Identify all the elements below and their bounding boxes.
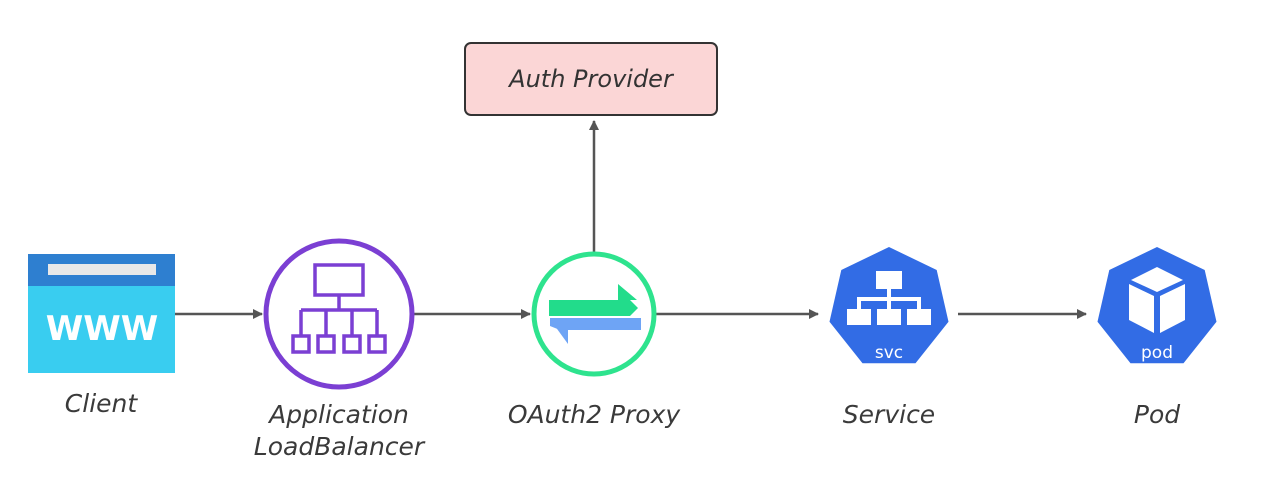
- load-balancer-icon: [263, 238, 415, 390]
- oauth-proxy-label-text: OAuth2 Proxy: [507, 400, 681, 429]
- service-label-text: Service: [842, 400, 936, 429]
- oauth-proxy-label: OAuth2 Proxy: [484, 399, 704, 431]
- client-label-text: Client: [64, 389, 138, 418]
- service-badge-text: svc: [875, 343, 903, 363]
- alb-label-line-2: LoadBalancer: [253, 432, 425, 461]
- auth-provider-label: Auth Provider: [509, 65, 673, 93]
- pod-label-text: Pod: [1133, 400, 1181, 429]
- auth-provider-node: Auth Provider: [464, 42, 718, 116]
- proxy-arrows-icon: [531, 251, 657, 377]
- alb-label-line-1: Application: [269, 400, 409, 429]
- browser-www-icon: WWW: [28, 254, 175, 373]
- pod-label: Pod: [1097, 399, 1217, 431]
- pod-badge-text: pod: [1141, 343, 1173, 363]
- client-label: Client: [26, 388, 176, 420]
- service-label: Service: [814, 399, 964, 431]
- browser-www-text: WWW: [46, 309, 159, 349]
- kubernetes-pod-icon: pod: [1097, 247, 1217, 364]
- alb-label: Application LoadBalancer: [239, 399, 439, 463]
- kubernetes-service-icon: svc: [829, 247, 949, 364]
